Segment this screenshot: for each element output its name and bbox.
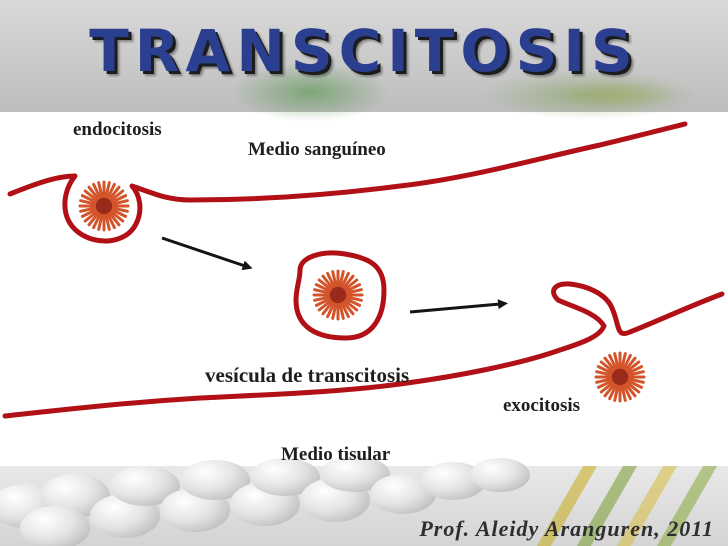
background-decoration — [560, 80, 680, 110]
label-vesicula-transcitosis: vesícula de transcitosis — [205, 363, 409, 387]
lower-membrane — [2, 281, 725, 419]
arrow-endocytosis-to-vesicle — [161, 236, 253, 271]
particle-vesicle — [312, 269, 364, 321]
bead-decoration — [470, 458, 530, 492]
label-exocitosis: exocitosis — [503, 395, 580, 416]
label-endocitosis: endocitosis — [73, 119, 162, 140]
background-decoration — [230, 62, 390, 122]
transcytosis-vesicle — [293, 250, 387, 341]
particle-exocytosis — [594, 351, 646, 403]
particle-endocytosis — [78, 180, 130, 232]
label-medio-tisular: Medio tisular — [281, 444, 391, 465]
author-credit: Prof. Aleidy Aranguren, 2011 — [419, 516, 714, 541]
arrow-vesicle-to-exocytosis — [409, 299, 508, 314]
upper-membrane — [7, 121, 688, 244]
label-medio-sanguineo: Medio sanguíneo — [248, 139, 386, 160]
bead-decoration — [20, 506, 90, 546]
slide-title: TRANSCITOSIS — [89, 17, 639, 85]
title-band — [0, 0, 728, 122]
particles-group — [78, 180, 646, 403]
